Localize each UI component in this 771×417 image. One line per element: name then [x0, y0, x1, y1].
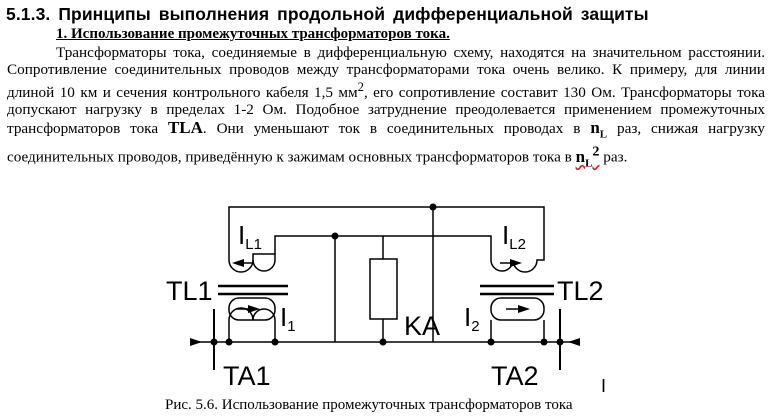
junction-dot	[271, 338, 279, 346]
cursor-mark: I	[601, 376, 606, 394]
nl-symbol-2-sub: L	[585, 157, 593, 170]
tl1-coil-turn	[252, 259, 276, 272]
nl-symbol-1: nL	[590, 117, 608, 141]
para-text-5: раз.	[599, 149, 628, 167]
il2-label: IL2	[502, 220, 526, 253]
junction-dot	[540, 338, 548, 346]
para-text-3: . Они уменьшают ток в соединительных про…	[202, 119, 591, 137]
nl-symbol-2-sup: 2	[592, 143, 600, 160]
figure-caption: Рис. 5.6. Использование промежуточных тр…	[165, 397, 573, 413]
junction-dot	[379, 338, 387, 346]
para-text-4: раз, снижая нагрузку соединительных пров…	[7, 119, 765, 167]
tl1-label: TL1	[166, 276, 213, 306]
section-heading: 5.1.3. Принципы выполнения продольной ди…	[6, 4, 649, 24]
body-paragraph: Трансформаторы тока, соединяемые в диффе…	[7, 44, 765, 173]
il2-arrow-icon	[510, 259, 522, 267]
nl-symbol-2-letter: n	[575, 147, 586, 167]
arrow-shafts	[236, 262, 518, 310]
ta2-label: TA2	[491, 361, 539, 391]
junction-dot	[210, 338, 218, 346]
ta1-coil-left	[228, 307, 254, 342]
para-text-2: , его сопротивление составит 130 Ом. Тра…	[7, 83, 765, 137]
junction-dot	[556, 338, 564, 346]
junction-dot	[429, 203, 437, 211]
nl-symbol-2: nL2	[575, 143, 600, 169]
ta1-winding	[228, 297, 276, 321]
i2-label: I2	[464, 302, 480, 335]
i1-label: I1	[280, 302, 296, 335]
ka-label: KA	[404, 311, 440, 341]
junction-dot	[225, 338, 233, 346]
nl-symbol-1-sub: L	[599, 128, 608, 141]
ka-relay-coil	[369, 258, 398, 320]
outer-wire	[228, 206, 545, 247]
junctions	[190, 203, 580, 346]
i2-arrow-icon	[518, 305, 530, 313]
arrow-right	[568, 338, 580, 346]
tla-symbol: TLA	[167, 117, 203, 137]
ta1-label: TA1	[223, 361, 271, 391]
il1-arrow-icon	[232, 259, 244, 267]
para-sup-1: 2	[357, 79, 364, 94]
tl2-label: TL2	[557, 276, 604, 306]
junction-dot	[487, 338, 495, 346]
ta2-winding	[490, 297, 545, 321]
i1-arrow-icon	[248, 305, 260, 313]
arrow-left	[190, 338, 202, 346]
junction-dot	[331, 232, 339, 240]
ta1-coil-right	[252, 308, 276, 342]
il1-label: IL1	[238, 220, 262, 253]
wires	[190, 206, 580, 370]
subsection-heading: 1. Использование промежуточных трансформ…	[56, 26, 450, 42]
para-text-1: Трансформаторы тока, соединяемые в диффе…	[7, 44, 765, 101]
circuit-diagram: IL1 IL2 TL1 TL2 I1 I2 KA TA1 TA2 I	[166, 203, 606, 394]
nl-symbol-1-letter: n	[590, 117, 600, 137]
